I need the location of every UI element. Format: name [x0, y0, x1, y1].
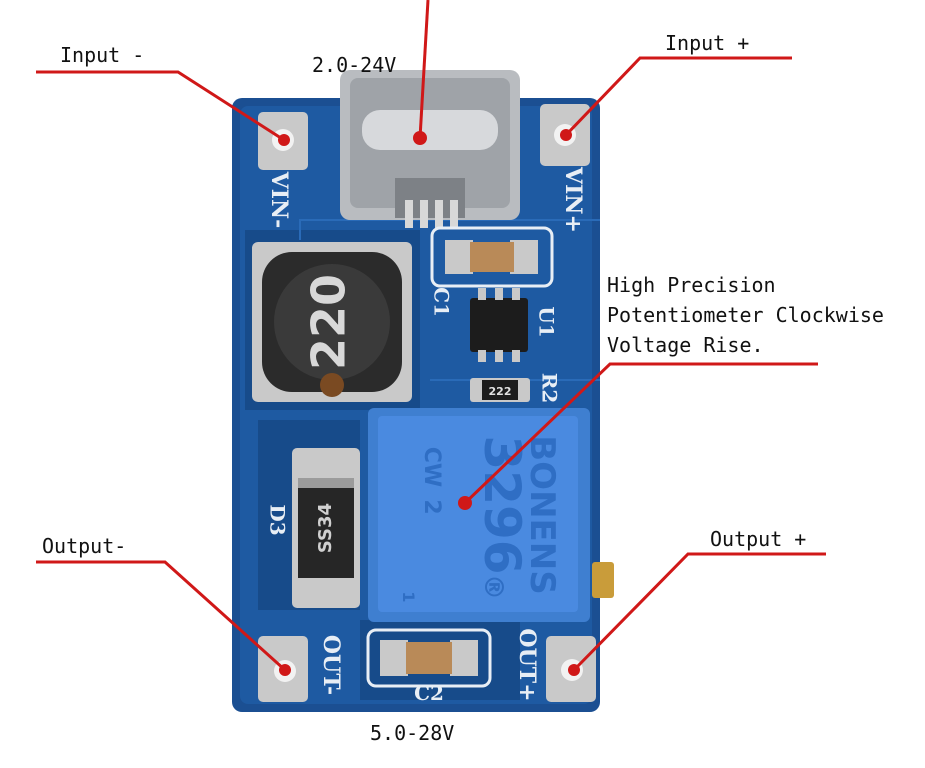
silk-vin-pos: VIN+ [560, 166, 586, 233]
trimmer-brand: BONENS [522, 435, 562, 594]
silk-out-neg: OUT- [318, 635, 344, 695]
dot-input-neg [278, 134, 290, 146]
label-input-voltage: 2.0-24V [312, 53, 396, 77]
trimmer-one: 1 [399, 591, 418, 602]
dot-potentiometer [458, 496, 472, 510]
dot-input-voltage [413, 131, 427, 145]
label-output-neg: Output- [42, 534, 126, 558]
trimmer-potentiometer: BONENS 3296 ® CW 2 1 [368, 408, 614, 622]
usb-c-connector [340, 70, 520, 228]
silk-vin-neg: VIN- [266, 171, 292, 229]
capacitor-c1 [430, 226, 554, 288]
label-input-neg: Input - [60, 43, 144, 67]
label-output-pos: Output + [710, 527, 806, 551]
inductor-l1: 220 [252, 242, 412, 402]
dot-output-neg [279, 664, 291, 676]
silk-out-pos: OUT+ [514, 628, 540, 701]
silk-r2: R2 [538, 373, 562, 404]
leader-input-voltage [418, 0, 430, 139]
label-pot-line1: High Precision [607, 273, 776, 297]
leader-input-pos [564, 56, 792, 137]
leader-lines [36, 0, 826, 672]
silk-u1: U1 [535, 306, 559, 337]
inductor-marking: 220 [302, 274, 356, 370]
resistor-marking: 222 [489, 385, 512, 398]
label-input-pos: Input + [665, 31, 749, 55]
trimmer-two: 2 [419, 499, 444, 514]
leader-output-neg [36, 560, 287, 672]
trimmer-cw: CW [419, 447, 444, 487]
ic-u1 [470, 288, 528, 362]
trimmer-model: 3296 [473, 435, 531, 574]
label-pot-line3: Voltage Rise. [607, 333, 764, 357]
leader-potentiometer [463, 362, 818, 505]
silk-d3: D3 [266, 504, 290, 535]
diode-d3: SS34 [292, 448, 360, 608]
capacitor-c2 [366, 628, 492, 688]
silk-c1: C1 [430, 287, 454, 317]
diode-marking: SS34 [315, 503, 336, 553]
silk-c2: C2 [414, 681, 444, 705]
label-output-voltage: 5.0-28V [370, 721, 454, 745]
trimmer-registered: ® [478, 574, 508, 600]
resistor-r2: 222 [470, 378, 530, 402]
dot-input-pos [560, 129, 572, 141]
label-pot-line2: Potentiometer Clockwise [607, 303, 884, 327]
leader-dots [278, 129, 580, 676]
leader-output-pos [572, 552, 826, 672]
dot-output-pos [568, 664, 580, 676]
leader-input-neg [36, 70, 285, 142]
